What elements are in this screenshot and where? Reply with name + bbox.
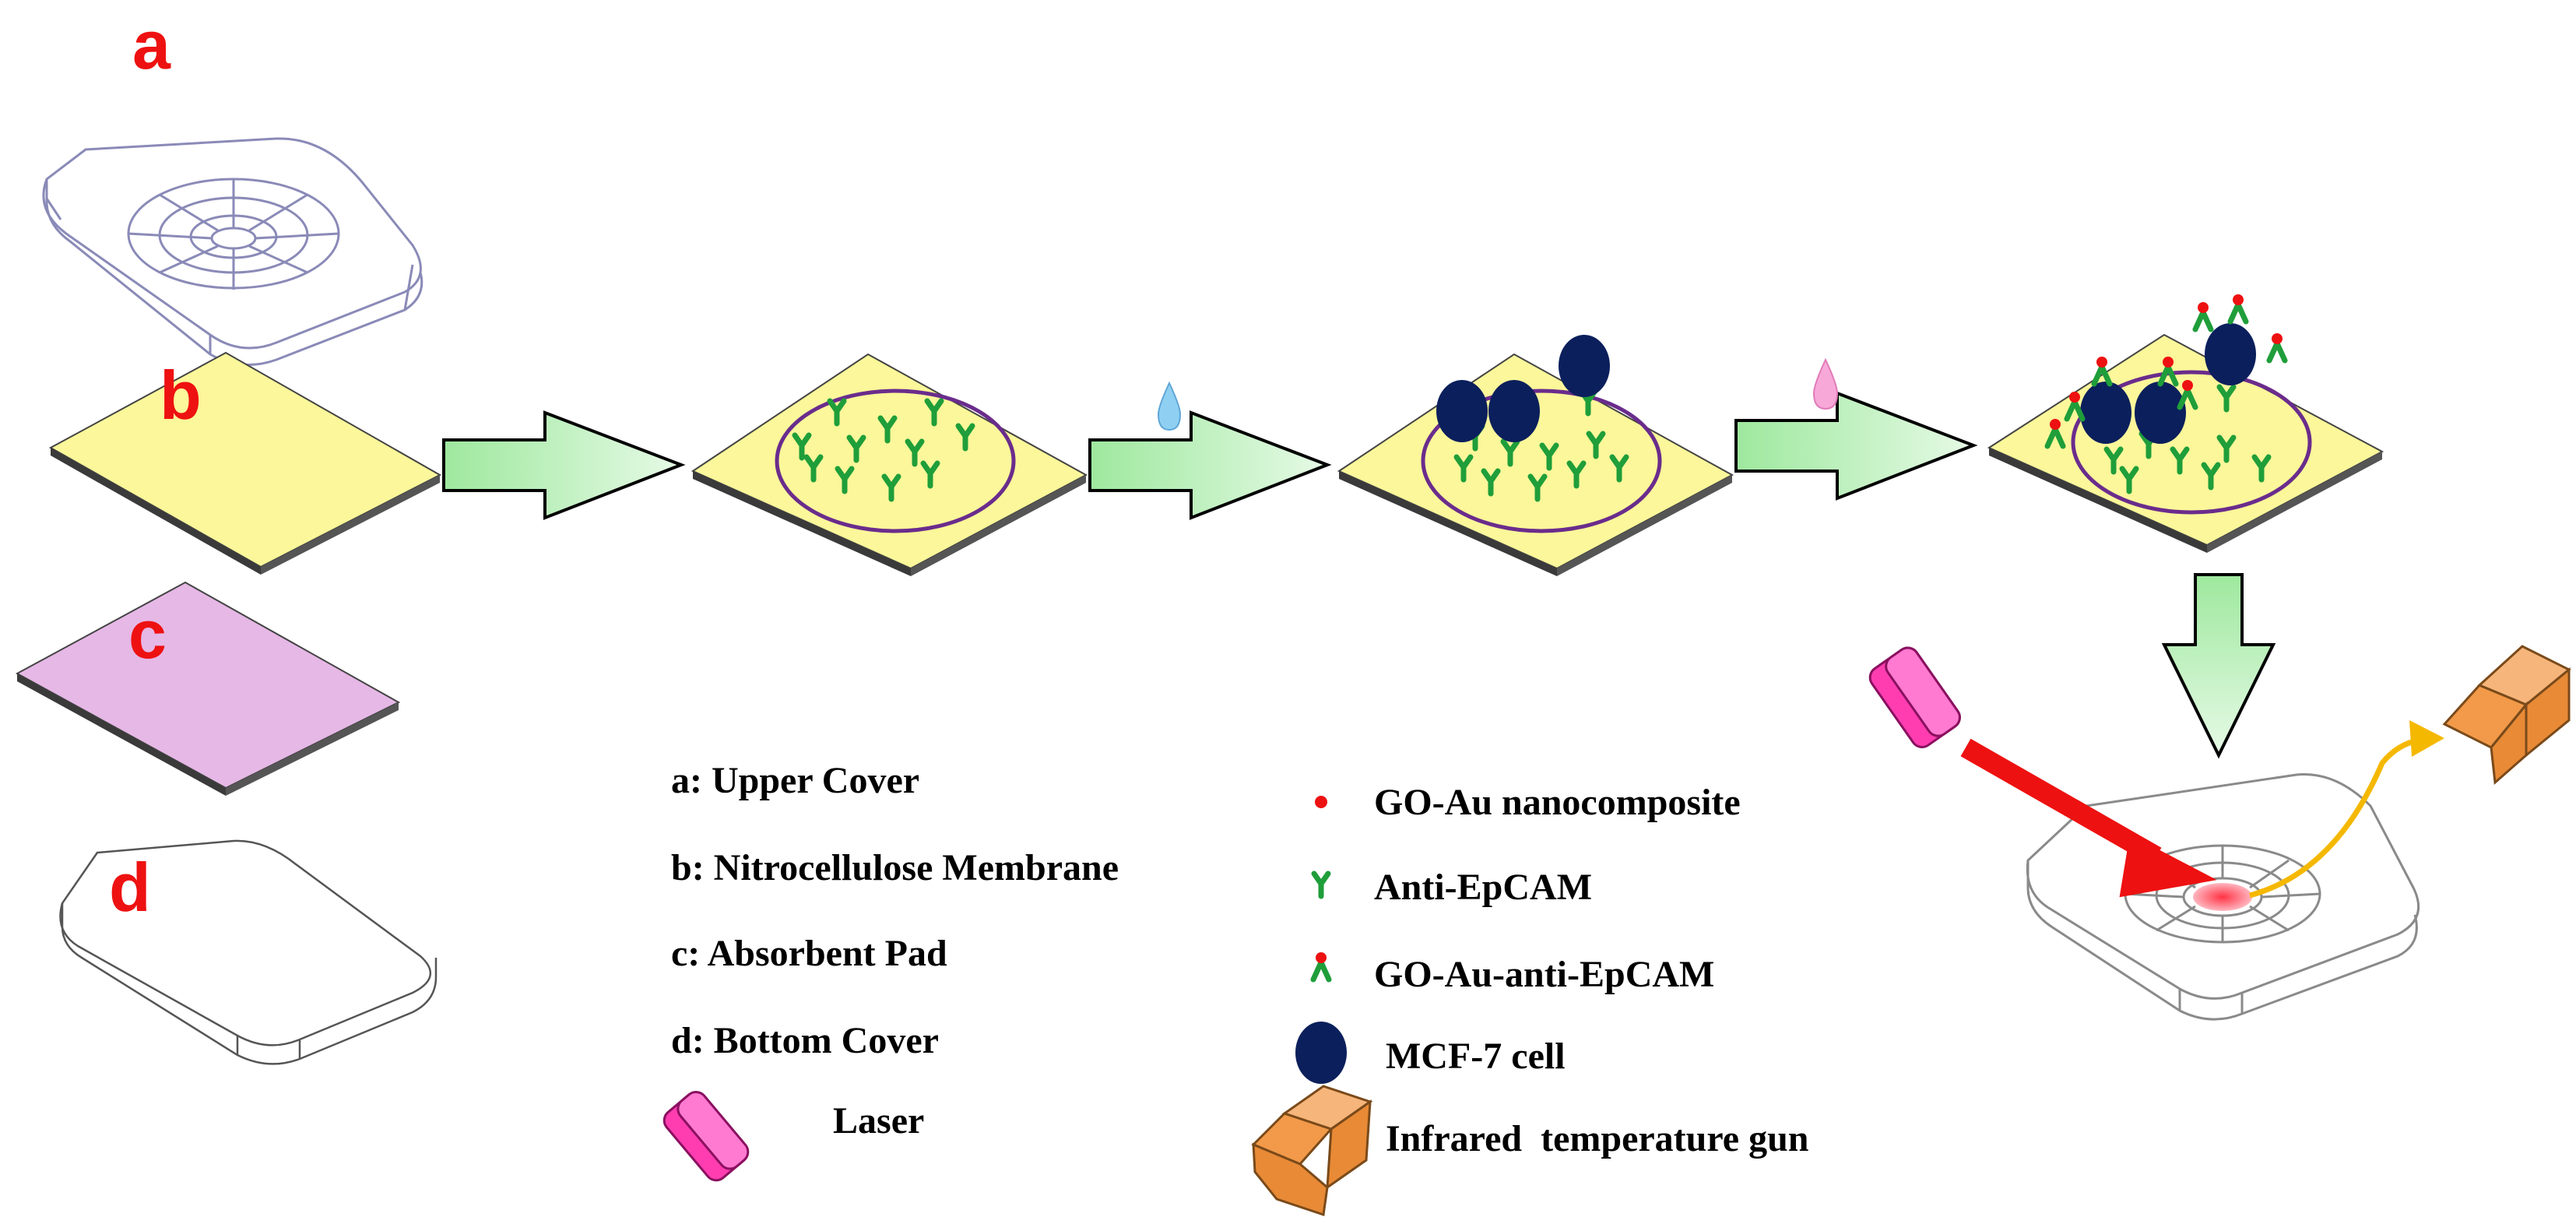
- detection-device-drawing: [2026, 773, 2420, 1021]
- heat-arrow-head-icon: [2409, 720, 2444, 757]
- legend-mcf7-cell: MCF-7 cell: [1386, 1036, 1566, 1077]
- legend-absorbent-pad: c: Absorbent Pad: [671, 933, 947, 974]
- cell-icon: [1295, 1022, 1347, 1084]
- upper-cover-drawing: [42, 137, 423, 367]
- legend-bottom-cover: d: Bottom Cover: [671, 1020, 939, 1061]
- legend-laser-icon: [662, 1091, 750, 1182]
- process-arrow-1: [442, 410, 686, 520]
- symbol-legend-labels: GO-Au nanocomposite Anti-EpCAM GO-Au-ant…: [1374, 782, 1809, 1159]
- legend-go-au: GO-Au nanocomposite: [1374, 782, 1741, 823]
- part-letter-a: a: [132, 6, 171, 83]
- symbol-legend: [1251, 796, 1373, 1216]
- legend-laser-label: Laser: [833, 1100, 924, 1141]
- process-arrow-3: [1734, 391, 1978, 501]
- laser-device-icon: [1868, 646, 1961, 748]
- process-arrow-down: [2161, 573, 2276, 759]
- membrane-stage-cells: [1337, 335, 1734, 576]
- absorbent-pad-drawing: [15, 581, 401, 796]
- membrane-drawing: [48, 351, 442, 575]
- legend-membrane: b: Nitrocellulose Membrane: [671, 847, 1119, 888]
- legend-infrared-gun: Infrared temperature gun: [1386, 1118, 1809, 1159]
- part-letter-b: b: [160, 357, 202, 434]
- heat-signal-arrow: [2249, 737, 2422, 899]
- red-dot-icon: [1315, 796, 1327, 808]
- parts-legend: a: Upper Cover b: Nitrocellulose Membran…: [671, 760, 1119, 1141]
- process-arrow-2: [1088, 410, 1332, 520]
- conjugate-antibody-icon: [1313, 952, 1329, 980]
- conjugate-droplet-icon: [1812, 357, 1839, 410]
- sample-droplet-icon: [1157, 381, 1182, 431]
- laser-beam-icon: [1960, 738, 2217, 898]
- green-antibody-icon: [1314, 874, 1328, 896]
- thermometer-gun-icon: [1251, 1085, 1373, 1216]
- part-letter-d: d: [109, 849, 151, 926]
- membrane-stage-conjugates: [1987, 294, 2384, 553]
- legend-anti-epcam: Anti-EpCAM: [1374, 867, 1592, 908]
- heated-spot-icon: [2193, 883, 2252, 911]
- bottom-cover-drawing: [59, 839, 438, 1065]
- infrared-gun-icon: [2442, 645, 2571, 786]
- membrane-stage-antibody: [691, 353, 1088, 576]
- legend-upper-cover: a: Upper Cover: [671, 760, 919, 801]
- legend-go-au-anti-epcam: GO-Au-anti-EpCAM: [1374, 954, 1714, 995]
- part-letter-c: c: [128, 596, 167, 673]
